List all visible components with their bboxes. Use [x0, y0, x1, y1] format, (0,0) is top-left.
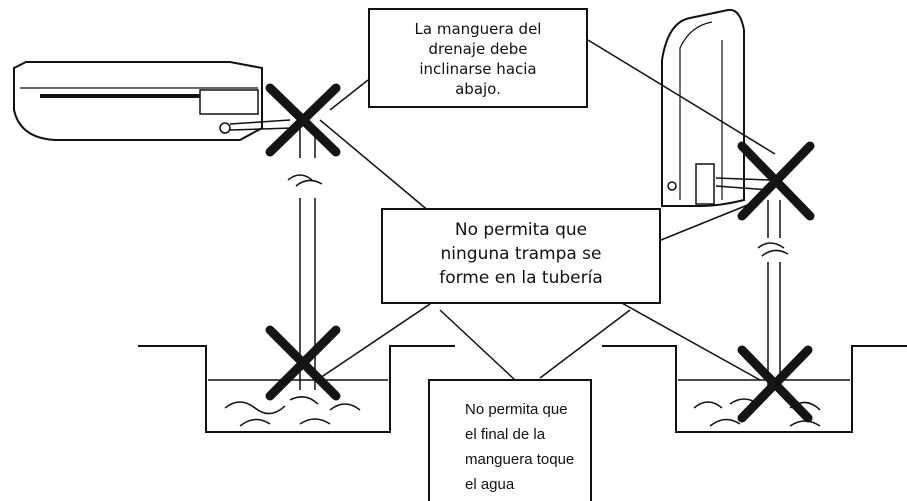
- ground-pit-right: [602, 345, 907, 433]
- indoor-unit-left: [13, 61, 293, 141]
- ground-pit-left: [138, 345, 455, 433]
- cross-mark-right-top: [737, 141, 815, 221]
- cross-mark-left-top: [265, 83, 341, 157]
- callout-trap-line: No permita que: [454, 220, 588, 240]
- cross-mark-left-bottom: [265, 325, 341, 401]
- cross-marks: [265, 83, 815, 423]
- callout-slope: La manguera del drenaje debe inclinarse …: [368, 8, 588, 108]
- cross-mark-right-bottom: [737, 345, 813, 423]
- callout-water: No permita que el final de la manguera t…: [428, 379, 592, 501]
- leader-lines: [319, 39, 776, 381]
- callout-slope-line: inclinarse hacia: [419, 60, 537, 78]
- callout-water-line: manguera toque: [465, 451, 575, 468]
- callout-trap: No permita que ninguna trampa se forme e…: [381, 208, 661, 304]
- callout-slope-line: drenaje debe: [428, 40, 528, 58]
- callout-trap-line: forme en la tubería: [439, 268, 603, 288]
- callout-water-line: el final de la: [465, 426, 546, 443]
- callout-slope-line: La manguera del: [414, 20, 542, 38]
- drain-pipe-right: [757, 200, 789, 388]
- callout-slope-line: abajo.: [455, 80, 501, 98]
- callout-water-line: No permita que: [465, 401, 568, 418]
- callout-trap-line: ninguna trampa se: [440, 244, 602, 264]
- callout-water-line: el agua: [465, 476, 515, 493]
- indoor-unit-right: [661, 8, 771, 207]
